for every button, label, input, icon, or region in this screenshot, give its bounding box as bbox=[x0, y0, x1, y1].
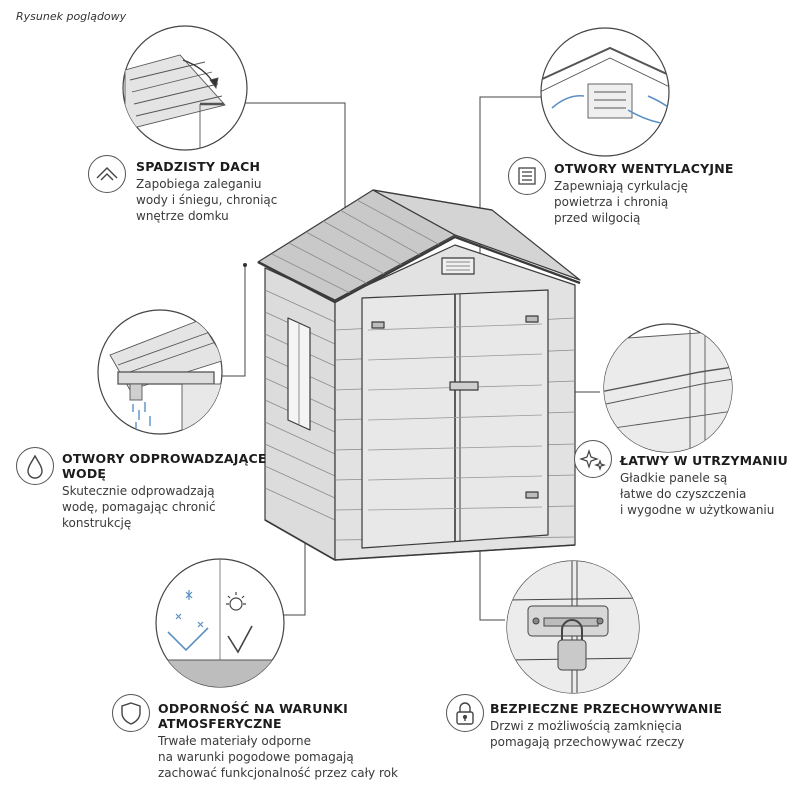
detail-roof bbox=[122, 25, 248, 151]
feature-storage-title: BEZPIECZNE PRZECHOWYWANIE bbox=[490, 701, 723, 716]
feature-storage: BEZPIECZNE PRZECHOWYWANIE Drzwi z możliw… bbox=[490, 701, 722, 750]
water-drop-icon bbox=[16, 447, 54, 485]
detail-panels bbox=[603, 323, 733, 453]
detail-vents bbox=[540, 27, 670, 157]
feature-drainage-title: OTWORY ODPROWADZAJĄCE WODĘ bbox=[62, 451, 267, 481]
feature-vents: OTWORY WENTYLACYJNE Zapewniają cyrkulacj… bbox=[554, 161, 734, 226]
roof-icon bbox=[88, 155, 126, 193]
feature-weather-title: ODPORNOŚĆ NA WARUNKI ATMOSFERYCZNE bbox=[158, 701, 348, 731]
feature-maintenance: ŁATWY W UTRZYMANIU Gładkie panele są łat… bbox=[620, 453, 788, 518]
vent-icon bbox=[508, 157, 546, 195]
feature-roof-desc: Zapobiega zaleganiu wody i śniegu, chron… bbox=[136, 177, 278, 223]
feature-storage-desc: Drzwi z możliwością zamknięcia pomagają … bbox=[490, 719, 685, 749]
feature-drainage: OTWORY ODPROWADZAJĄCE WODĘ Skutecznie od… bbox=[62, 451, 267, 531]
leader-lines bbox=[222, 96, 600, 621]
feature-maintenance-desc: Gładkie panele są łatwe do czyszczenia i… bbox=[620, 471, 775, 517]
feature-vents-title: OTWORY WENTYLACYJNE bbox=[554, 161, 734, 176]
feature-weather-desc: Trwałe materiały odporne na warunki pogo… bbox=[158, 734, 398, 780]
sparkle-icon bbox=[574, 440, 612, 478]
shed bbox=[257, 189, 581, 561]
padlock-icon bbox=[446, 694, 484, 732]
feature-roof: SPADZISTY DACH Zapobiega zaleganiu wody … bbox=[136, 159, 277, 224]
detail-weather bbox=[155, 558, 285, 688]
feature-weather: ODPORNOŚĆ NA WARUNKI ATMOSFERYCZNE Trwał… bbox=[158, 701, 398, 781]
feature-maintenance-title: ŁATWY W UTRZYMANIU bbox=[620, 453, 788, 468]
feature-drainage-desc: Skutecznie odprowadzają wodę, pomagając … bbox=[62, 484, 216, 530]
feature-vents-desc: Zapewniają cyrkulację powietrza i chroni… bbox=[554, 179, 689, 225]
caption: Rysunek poglądowy bbox=[16, 10, 127, 23]
feature-roof-title: SPADZISTY DACH bbox=[136, 159, 261, 174]
shield-icon bbox=[112, 694, 150, 732]
detail-drainage bbox=[97, 309, 223, 435]
detail-lock bbox=[506, 560, 640, 694]
